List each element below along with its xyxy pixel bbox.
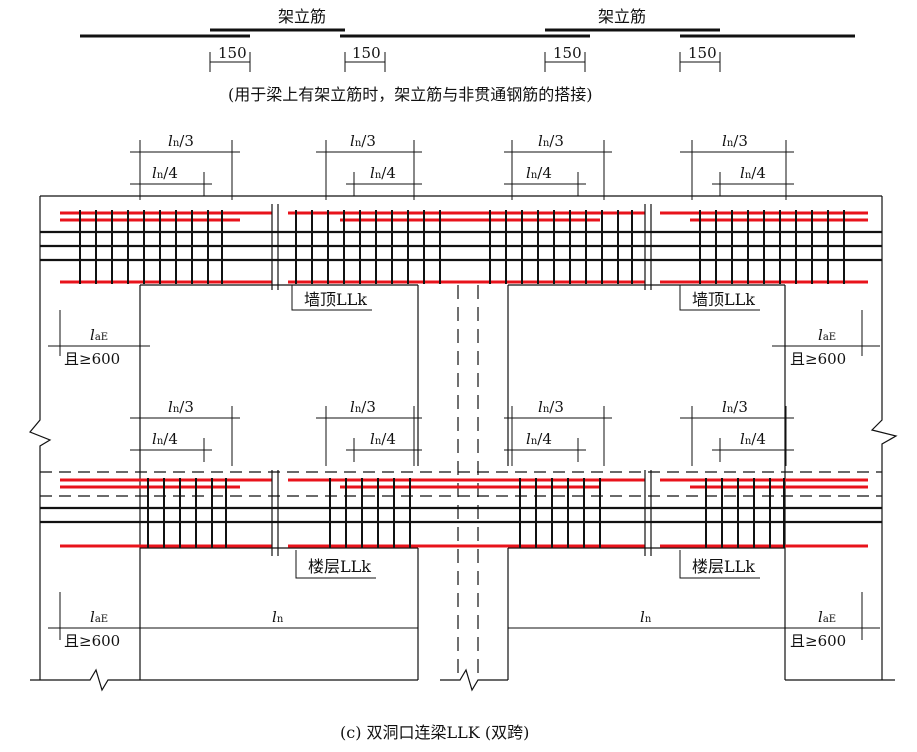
roof-beam-tag-right: 墙顶LLk bbox=[692, 290, 755, 309]
upper-dimensions bbox=[130, 140, 794, 200]
lae-label: laE bbox=[818, 326, 836, 344]
dim-ln4: ln/4 bbox=[152, 164, 178, 182]
dim-ln3: ln/3 bbox=[350, 132, 376, 150]
roof-beam-tag-left: 墙顶LLk bbox=[304, 290, 367, 309]
dim-ln4: ln/4 bbox=[740, 164, 766, 182]
dim-ln3: ln/3 bbox=[722, 132, 748, 150]
dim-ln4: ln/4 bbox=[526, 430, 552, 448]
floor-beam-tag-right: 楼层LLk bbox=[692, 557, 755, 576]
lap-dim-4: 150 bbox=[679, 44, 721, 72]
dim-ln3: ln/3 bbox=[538, 132, 564, 150]
lae-min: 且≥600 bbox=[64, 350, 120, 368]
floor-beam: 楼层LLk 楼层LLk bbox=[40, 470, 882, 579]
dim-ln3: ln/3 bbox=[168, 132, 194, 150]
lap-dim-value: 150 bbox=[553, 44, 582, 62]
dim-ln3: ln/3 bbox=[538, 398, 564, 416]
lae-label: laE bbox=[90, 326, 108, 344]
dim-ln3: ln/3 bbox=[168, 398, 194, 416]
erection-bar-label-left: 架立筋 bbox=[278, 7, 326, 26]
lap-dim-3: 150 bbox=[544, 44, 586, 72]
roof-beam: 墙顶LLk 墙顶LLk bbox=[40, 204, 882, 311]
floor-beam-tag-left: 楼层LLk bbox=[308, 557, 371, 576]
lap-dim-2: 150 bbox=[344, 44, 386, 72]
dim-ln4: ln/4 bbox=[370, 430, 396, 448]
lae-label: laE bbox=[90, 608, 108, 626]
lap-dim-1: 150 bbox=[209, 44, 251, 72]
dim-ln4: ln/4 bbox=[152, 430, 178, 448]
lap-dim-value: 150 bbox=[688, 44, 717, 62]
figure-caption: (c) 双洞口连梁LLK (双跨) bbox=[340, 723, 529, 742]
anchorage-dims: laE 且≥600 laE 且≥600 laE 且≥600 laE 且≥600 bbox=[48, 310, 880, 650]
lap-dim-value: 150 bbox=[352, 44, 381, 62]
dim-ln4: ln/4 bbox=[740, 430, 766, 448]
dim-ln4: ln/4 bbox=[370, 164, 396, 182]
dim-labels: ln/3 ln/4 ln/3 ln/4 ln/3 ln/4 ln/3 ln/4 … bbox=[152, 132, 766, 448]
span-dims: ln ln bbox=[140, 608, 785, 640]
lae-min: 且≥600 bbox=[790, 632, 846, 650]
lap-detail: 架立筋 架立筋 150 150 150 150 (用于梁上有架立筋时，架立 bbox=[80, 7, 855, 104]
lae-min: 且≥600 bbox=[64, 632, 120, 650]
dim-ln4: ln/4 bbox=[526, 164, 552, 182]
span-ln-left: ln bbox=[272, 608, 284, 626]
span-ln-right: ln bbox=[640, 608, 652, 626]
lae-min: 且≥600 bbox=[790, 350, 846, 368]
erection-bar-label-right: 架立筋 bbox=[598, 7, 646, 26]
lap-dim-value: 150 bbox=[218, 44, 247, 62]
dim-ln3: ln/3 bbox=[350, 398, 376, 416]
lower-dimensions bbox=[130, 406, 794, 466]
lae-label: laE bbox=[818, 608, 836, 626]
dim-ln3: ln/3 bbox=[722, 398, 748, 416]
lap-detail-caption: (用于梁上有架立筋时，架立筋与非贯通钢筋的搭接) bbox=[228, 85, 593, 104]
